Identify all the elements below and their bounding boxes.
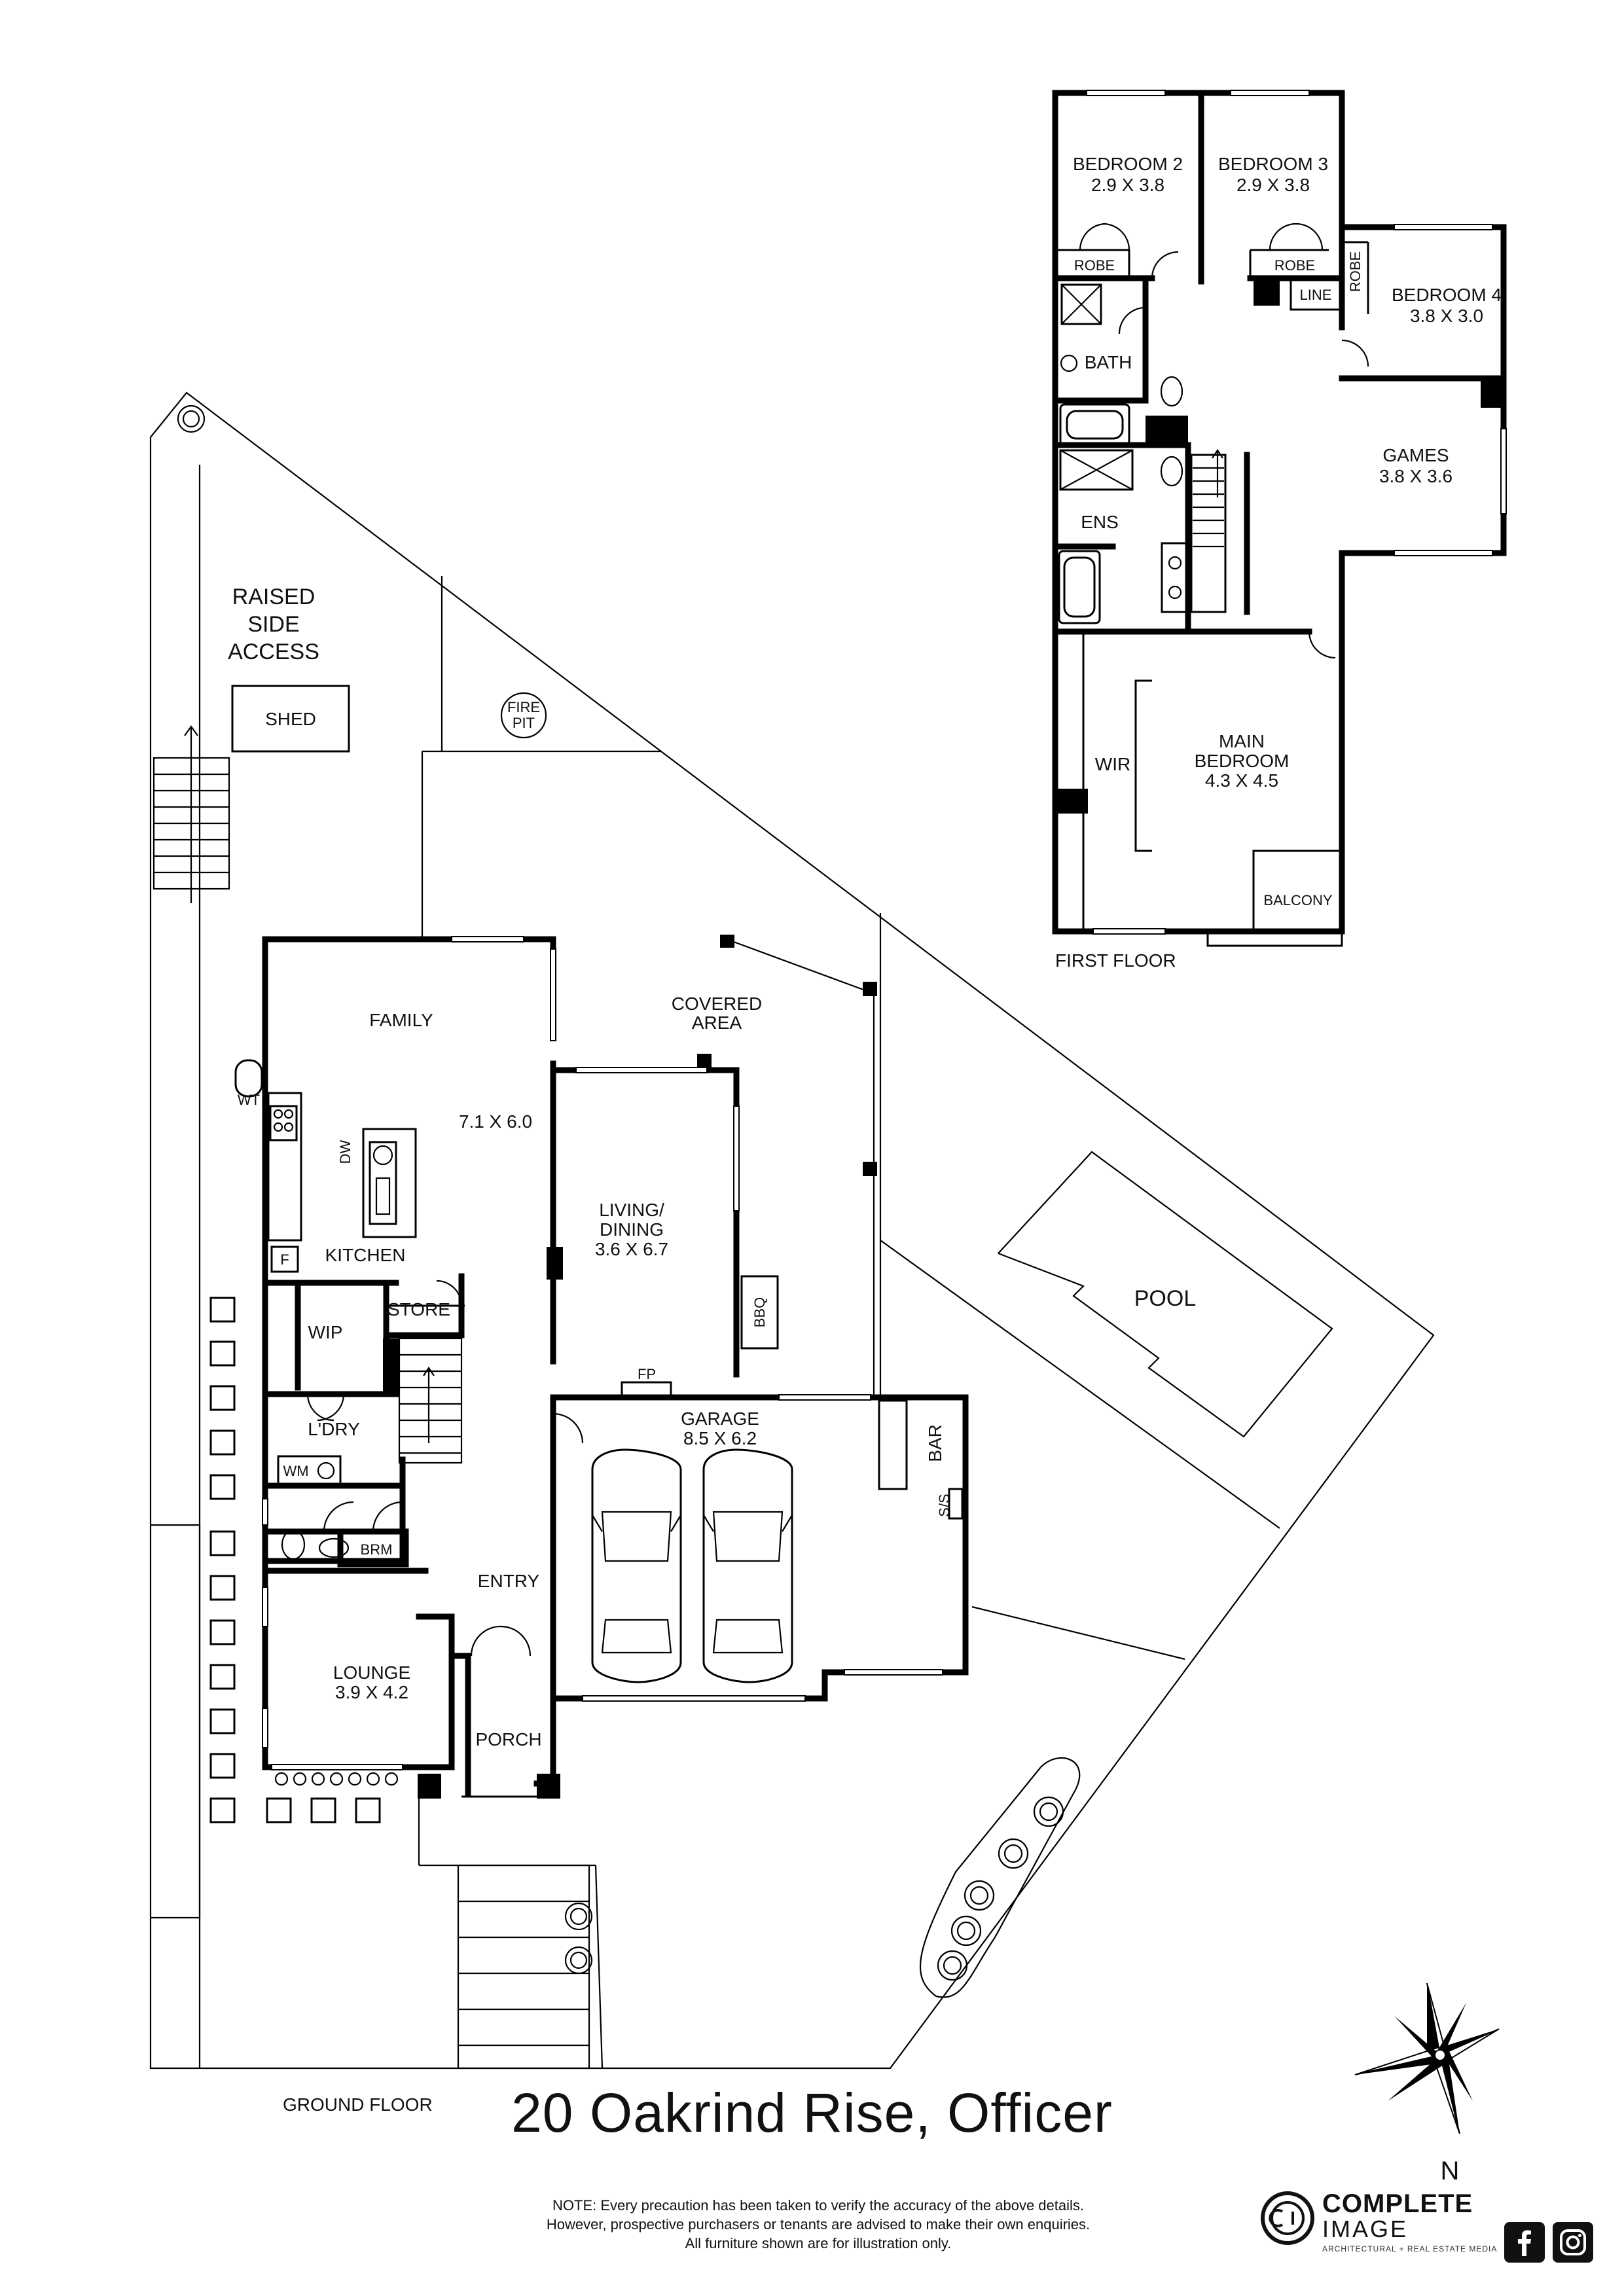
sink-icon xyxy=(369,1141,397,1225)
living-dining-line1: LIVING/ xyxy=(599,1200,664,1220)
disclaimer-line-2: However, prospective purchasers or tenan… xyxy=(546,2216,1091,2233)
living-dining-size: 3.6 X 6.7 xyxy=(595,1239,668,1259)
brm-label: BRM xyxy=(361,1541,393,1558)
raised-side-access: RAISED SIDE ACCESS SHED FIRE PIT xyxy=(153,584,547,903)
stairs-icon xyxy=(1193,449,1224,548)
disclaimer-note: NOTE: Every precaution has been taken to… xyxy=(393,2196,1244,2253)
covered-area-line1: COVERED xyxy=(672,994,762,1014)
bedroom4-name: BEDROOM 4 xyxy=(1392,285,1502,305)
ground-floor-plan: FAMILY 7.1 X 6.0 COVERED AREA WT DW F KI… xyxy=(234,935,969,1799)
robe-label-3: ROBE xyxy=(1347,251,1363,292)
balcony-label: BALCONY xyxy=(1263,892,1332,908)
garage-name: GARAGE xyxy=(681,1408,759,1429)
stairs-icon xyxy=(153,725,230,903)
games-size: 3.8 X 3.6 xyxy=(1379,466,1453,486)
car-icon xyxy=(702,1448,793,1683)
raised-side-access-line2: SIDE xyxy=(247,612,299,637)
f-label: F xyxy=(280,1251,289,1268)
fire-pit: FIRE PIT xyxy=(500,692,547,739)
wir-label: WIR xyxy=(1095,754,1130,774)
first-floor-plan: BEDROOM 2 2.9 X 3.8 BEDROOM 3 2.9 X 3.8 … xyxy=(1052,90,1507,971)
bedroom3-name: BEDROOM 3 xyxy=(1218,154,1328,174)
cooktop-icon xyxy=(269,1105,298,1141)
family-label: FAMILY xyxy=(369,1010,433,1030)
covered-area-line2: AREA xyxy=(692,1013,742,1033)
wm-label: WM xyxy=(283,1463,308,1479)
main-bedroom-name1: MAIN xyxy=(1219,731,1265,751)
tree-icon xyxy=(177,404,206,433)
wip-label: WIP xyxy=(308,1322,343,1342)
bedroom3-size: 2.9 X 3.8 xyxy=(1236,175,1310,195)
kitchen-label: KITCHEN xyxy=(325,1245,406,1265)
stairs-icon xyxy=(398,1337,463,1464)
compass-north-label: N xyxy=(1441,2157,1460,2185)
ens-label: ENS xyxy=(1081,512,1119,532)
pool: POOL xyxy=(998,1151,1333,1438)
brand-sub: IMAGE xyxy=(1322,2215,1409,2242)
store-label: STORE xyxy=(388,1299,450,1319)
bar-label: BAR xyxy=(925,1424,945,1462)
disclaimer-line-3: All furniture shown are for illustration… xyxy=(685,2235,952,2251)
car-icon xyxy=(591,1448,682,1683)
shed xyxy=(231,685,350,753)
ss-label: S/S xyxy=(936,1494,952,1516)
lounge-size: 3.9 X 4.2 xyxy=(335,1682,408,1702)
fp-label: FP xyxy=(638,1366,656,1382)
compass-rose-icon xyxy=(1354,1982,1500,2134)
facebook-icon[interactable] xyxy=(1504,2222,1545,2263)
main-bedroom-name2: BEDROOM xyxy=(1195,751,1290,771)
bedroom4-size: 3.8 X 3.0 xyxy=(1410,306,1483,326)
dw-label: DW xyxy=(337,1139,353,1164)
robe-label-1: ROBE xyxy=(1074,257,1115,274)
robe-label-2: ROBE xyxy=(1274,257,1315,274)
main-bedroom-size: 4.3 X 4.5 xyxy=(1205,770,1278,791)
fire-pit-line2: PIT xyxy=(513,715,535,731)
laundry-label: L'DRY xyxy=(308,1419,360,1439)
entry-label: ENTRY xyxy=(478,1571,540,1591)
shed-label: SHED xyxy=(265,709,316,729)
bath-label: BATH xyxy=(1085,352,1132,372)
instagram-icon[interactable] xyxy=(1553,2222,1593,2263)
pool-label: POOL xyxy=(1134,1286,1196,1311)
living-dining-line2: DINING xyxy=(600,1219,664,1240)
complete-image-logo-icon xyxy=(1261,2191,1314,2245)
first-floor-label: FIRST FLOOR xyxy=(1055,950,1176,971)
games-name: GAMES xyxy=(1382,445,1449,465)
brand-tagline: ARCHITECTURAL + REAL ESTATE MEDIA xyxy=(1322,2244,1498,2253)
porch-label: PORCH xyxy=(475,1729,541,1749)
brand-name: COMPLETE xyxy=(1322,2189,1473,2218)
family-size: 7.1 X 6.0 xyxy=(459,1111,532,1132)
tree-icon xyxy=(564,1757,1081,1998)
brand-logo[interactable]: COMPLETE IMAGE ARCHITECTURAL + REAL ESTA… xyxy=(1260,2189,1535,2255)
raised-side-access-line1: RAISED xyxy=(232,584,316,609)
bedroom2-size: 2.9 X 3.8 xyxy=(1091,175,1164,195)
line-label: LINE xyxy=(1300,287,1332,303)
garage-size: 8.5 X 6.2 xyxy=(683,1428,757,1448)
bbq-label: BBQ xyxy=(751,1297,768,1327)
site-boundary xyxy=(149,391,1435,2070)
raised-side-access-line3: ACCESS xyxy=(228,639,319,664)
lounge-name: LOUNGE xyxy=(333,1662,410,1683)
bedroom2-name: BEDROOM 2 xyxy=(1073,154,1183,174)
property-address: 20 Oakrind Rise, Officer xyxy=(511,2082,1113,2144)
disclaimer-line-1: NOTE: Every precaution has been taken to… xyxy=(552,2197,1084,2214)
wt-label: WT xyxy=(238,1092,260,1108)
paving-squares xyxy=(209,1297,381,1823)
fire-pit-line1: FIRE xyxy=(507,699,540,715)
ground-floor-label: GROUND FLOOR xyxy=(283,2094,433,2115)
